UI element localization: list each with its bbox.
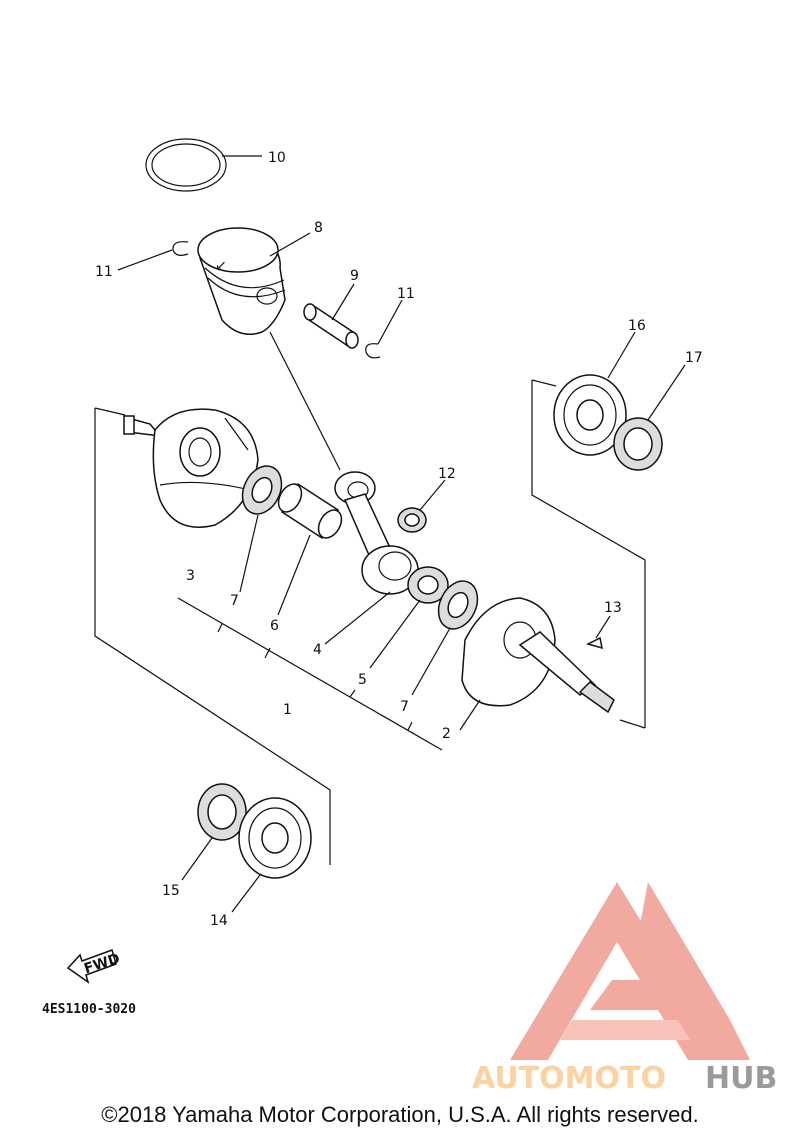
woodruff-key: [585, 615, 611, 650]
bracket-lines: [94, 379, 646, 865]
callout-3: 3: [186, 568, 195, 584]
callout-7a: 7: [230, 593, 239, 609]
callout-2: 2: [442, 726, 451, 742]
callout-13: 13: [604, 600, 622, 616]
callout-5: 5: [358, 672, 367, 688]
crank-half-left: [123, 408, 259, 528]
crank-pin: [277, 482, 343, 616]
crank-half-right: [459, 597, 615, 731]
callout-10: 10: [268, 150, 286, 166]
needle-bearing-small-end: [397, 479, 446, 533]
bearing-left: [231, 797, 312, 913]
callout-12: 12: [438, 466, 456, 482]
callout-14: 16: [628, 318, 646, 334]
thrust-washer-right: [411, 580, 479, 696]
callouts: 10 8 11 9 11 16 17 12 3 7 13 6 4 5 1 7 2…: [95, 150, 703, 929]
watermark-brand-part1: AUTOMOTO: [472, 1061, 666, 1096]
callout-11b: 11: [397, 286, 415, 302]
callout-7b: 7: [400, 699, 409, 715]
watermark-brand-part2: HUB: [705, 1061, 777, 1096]
piston-ring: [145, 138, 262, 192]
callout-11a: 11: [95, 264, 113, 280]
piston-pin: [303, 283, 359, 349]
part-code: 4ES1100-3020: [42, 1002, 136, 1017]
thrust-washer-left: [239, 465, 283, 593]
leader-line: [269, 331, 341, 471]
callout-9: 9: [350, 268, 359, 284]
callout-16: 15: [162, 883, 180, 899]
callout-1: 1: [283, 702, 292, 718]
copyright-notice: ©2018 Yamaha Motor Corporation, U.S.A. A…: [101, 1102, 699, 1127]
fwd-arrow-icon: FWD: [66, 949, 122, 984]
oil-seal-right: [613, 364, 686, 471]
bearing-right: [553, 331, 636, 456]
svg-text:↙: ↙: [215, 258, 227, 274]
piston: ↙: [197, 227, 311, 335]
callout-15: 14: [210, 913, 228, 929]
needle-bearing-big-end: [369, 566, 449, 669]
callout-6: 6: [270, 618, 279, 634]
fwd-label: FWD: [82, 951, 122, 978]
oil-seal-left: [181, 783, 247, 881]
watermark-logo: [510, 882, 750, 1060]
piston-pin-clip-left: [117, 241, 189, 271]
piston-pin-clip-right: [365, 299, 403, 359]
callout-4: 4: [313, 642, 322, 658]
connecting-rod: [324, 471, 419, 645]
callout-8: 8: [314, 220, 323, 236]
callout-17: 17: [685, 350, 703, 366]
